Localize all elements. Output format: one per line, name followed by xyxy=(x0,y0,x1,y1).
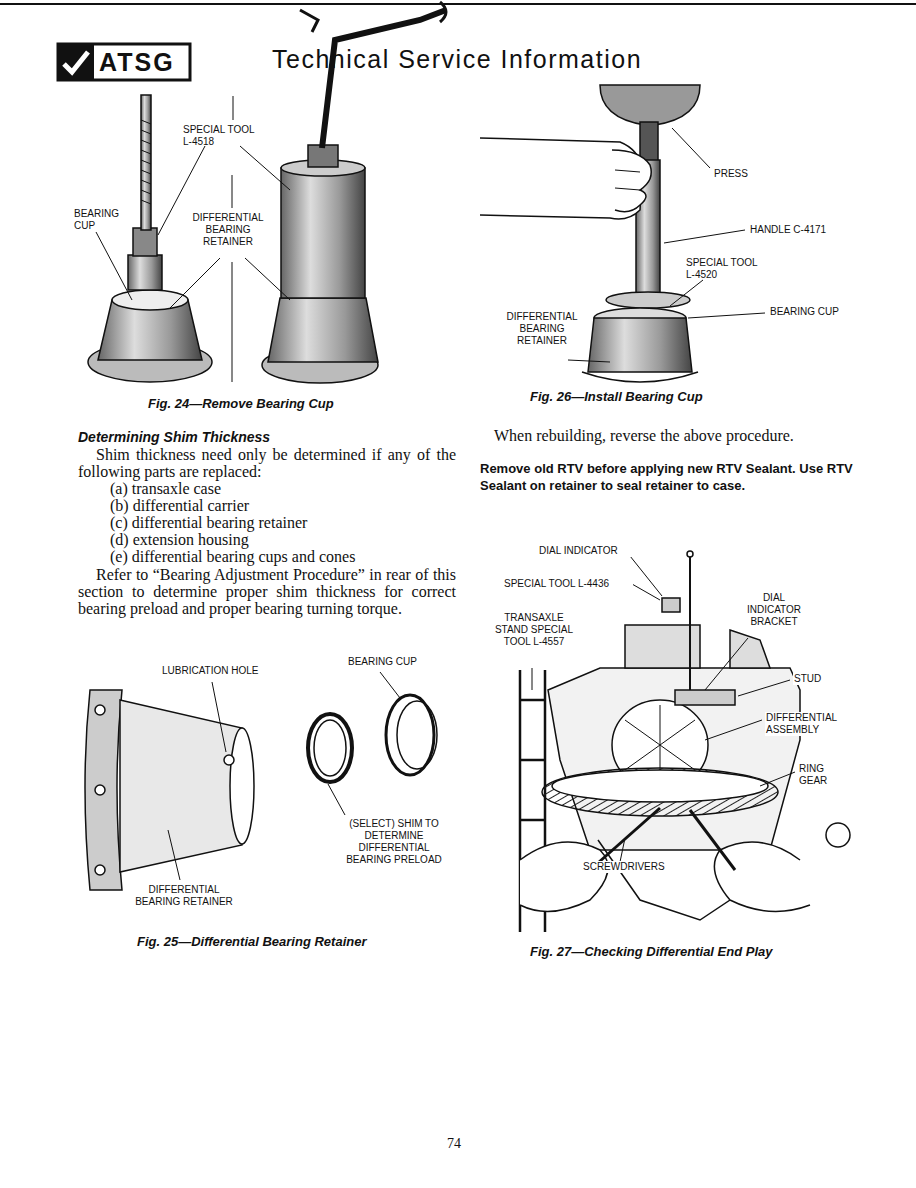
figure-caption: Fig. 27—Checking Differential End Play xyxy=(530,944,830,960)
figure-caption: Fig. 26—Install Bearing Cup xyxy=(530,389,800,405)
list-item: (c) differential bearing retainer xyxy=(110,514,450,531)
callout-label: LUBRICATION HOLE xyxy=(162,665,302,677)
page-number: 74 xyxy=(447,1136,487,1152)
fig26-illustration xyxy=(480,85,700,382)
page-border xyxy=(0,4,916,5)
callout-label: DIFFERENTIAL BEARING RETAINER xyxy=(497,311,587,347)
logo-text: ATSG xyxy=(99,47,187,77)
callout-label: BEARING CUP xyxy=(348,656,448,668)
fig27-illustration xyxy=(520,551,850,932)
callout-label: BEARING CUP xyxy=(770,306,870,318)
fig24-leaders xyxy=(96,96,290,382)
figure-caption: Fig. 25—Differential Bearing Retainer xyxy=(137,934,437,950)
body-text: Refer to “Bearing Adjustment Procedure” … xyxy=(78,566,456,617)
callout-label: PRESS xyxy=(714,168,774,180)
callout-label: RING GEAR xyxy=(798,763,840,787)
callout-label: STUD xyxy=(793,673,835,685)
callout-label: SPECIAL TOOL L-4436 xyxy=(503,578,633,590)
callout-label: SPECIAL TOOL L-4518 xyxy=(183,124,263,148)
note-text: Remove old RTV before applying new RTV S… xyxy=(480,460,875,494)
logo-box xyxy=(58,44,190,80)
callout-label: SCREWDRIVERS xyxy=(582,861,684,873)
body-text: Shim thickness need only be determined i… xyxy=(78,446,456,480)
page-title: Technical Service Information xyxy=(272,44,642,74)
list-item: (d) extension housing xyxy=(110,531,450,548)
list-item: (e) differential bearing cups and cones xyxy=(110,548,450,565)
callout-label: DIAL INDICATOR BRACKET xyxy=(742,592,806,628)
callout-label: TRANSAXLE STAND SPECIAL TOOL L-4557 xyxy=(490,612,578,648)
callout-label: BEARING CUP xyxy=(74,208,129,232)
section-heading: Determining Shim Thickness xyxy=(78,429,408,446)
callout-label: DIAL INDICATOR xyxy=(538,545,640,557)
callout-label: DIFFERENTIAL ASSEMBLY xyxy=(765,712,861,736)
figure-caption: Fig. 24—Remove Bearing Cup xyxy=(148,396,418,412)
callout-label: SPECIAL TOOL L-4520 xyxy=(686,257,766,281)
list-item: (b) differential carrier xyxy=(110,497,450,514)
list-item: (a) transaxle case xyxy=(110,480,450,497)
callout-label: HANDLE C-4171 xyxy=(750,224,870,236)
callout-label: DIFFERENTIAL BEARING RETAINER xyxy=(182,212,274,248)
body-text: When rebuilding, reverse the above proce… xyxy=(494,427,894,444)
fig26-leaders xyxy=(568,128,765,362)
callout-label: (SELECT) SHIM TO DETERMINE DIFFERENTIAL … xyxy=(336,818,452,866)
callout-label: DIFFERENTIAL BEARING RETAINER xyxy=(132,884,236,908)
